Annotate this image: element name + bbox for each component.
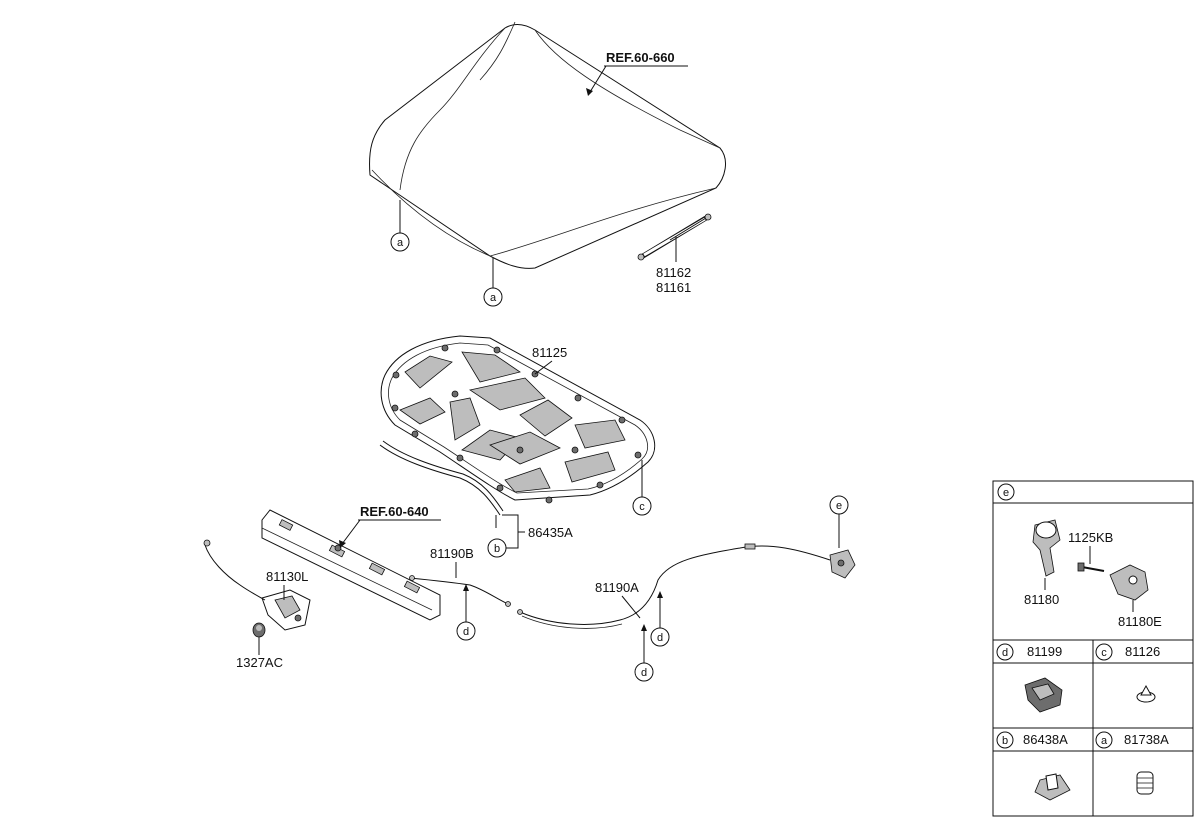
- strut-label-2[interactable]: 81161: [656, 280, 691, 295]
- legend-c-grommet-icon: [1136, 684, 1156, 703]
- callout-d-2: [634, 662, 654, 682]
- callout-d-3-letter: d: [657, 632, 663, 644]
- legend-b-label[interactable]: 86438A: [1023, 732, 1068, 747]
- legend-e-bracket-icon: [1109, 564, 1149, 601]
- cable-b-label[interactable]: 81190B: [430, 546, 474, 561]
- legend-c-label[interactable]: 81126: [1125, 644, 1160, 659]
- release-cable-a: [517, 543, 831, 629]
- callout-a-1: [390, 232, 410, 252]
- legend-e-bolt-label[interactable]: 1125KB: [1068, 530, 1113, 545]
- legend-e-letter: e: [1003, 487, 1009, 499]
- callout-a-1-letter: a: [397, 237, 404, 249]
- hood-lift-strut: [637, 213, 712, 261]
- legend-e-handle-icon: [1032, 519, 1061, 577]
- hood-insulator-pad: [380, 335, 656, 504]
- release-handle: [829, 549, 856, 579]
- hood-weatherstrip: [379, 440, 504, 516]
- legend-c-circle: [1095, 643, 1113, 661]
- callout-c-letter: c: [639, 501, 645, 513]
- legend-a-bumper-icon: [1136, 771, 1154, 795]
- bumper-label[interactable]: 1327AC: [236, 655, 283, 670]
- legend-e-circle: [997, 483, 1015, 501]
- callout-e: [829, 495, 849, 515]
- callout-c: [632, 496, 652, 516]
- legend-d-circle: [996, 643, 1014, 661]
- legend-a-letter: a: [1101, 735, 1108, 747]
- callout-a-2: [483, 287, 503, 307]
- hood-latch: [203, 539, 311, 631]
- legend-b-letter: b: [1002, 735, 1008, 747]
- hood-bumper: [252, 622, 266, 638]
- hood-ref-label[interactable]: REF.60-660: [606, 50, 675, 65]
- strut-label-1[interactable]: 81162: [656, 265, 691, 280]
- latch-label[interactable]: 81130L: [266, 569, 308, 584]
- legend-c-letter: c: [1101, 647, 1107, 659]
- carrier-ref-label[interactable]: REF.60-640: [360, 504, 429, 519]
- callout-a-2-letter: a: [490, 292, 497, 304]
- callout-b-letter: b: [494, 543, 500, 555]
- weatherstrip-label[interactable]: 86435A: [528, 525, 573, 540]
- callout-d-3: [650, 627, 670, 647]
- legend-b-circle: [996, 731, 1014, 749]
- legend-d-label[interactable]: 81199: [1027, 644, 1062, 659]
- callout-d-2-letter: d: [641, 667, 647, 679]
- legend-d-clip-icon: [1024, 677, 1063, 713]
- callout-e-letter: e: [836, 500, 842, 512]
- insulator-label[interactable]: 81125: [532, 345, 567, 360]
- cable-a-label[interactable]: 81190A: [595, 580, 639, 595]
- legend-a-circle: [1095, 731, 1113, 749]
- legend-e-handle-label[interactable]: 81180: [1024, 592, 1059, 607]
- callout-d-1: [456, 621, 476, 641]
- legend-b-clip-icon: [1034, 773, 1071, 801]
- legend-e-bracket-label[interactable]: 81180E: [1118, 614, 1162, 629]
- front-carrier: [261, 509, 441, 621]
- legend-d-letter: d: [1002, 647, 1008, 659]
- release-cable-b: [409, 575, 511, 607]
- callout-b: [487, 538, 507, 558]
- legend-a-label[interactable]: 81738A: [1124, 732, 1169, 747]
- callout-d-1-letter: d: [463, 626, 469, 638]
- hood-panel: [369, 21, 727, 269]
- legend-panel: e 81180 1125KB 81180E d 81199 c: [992, 480, 1194, 817]
- legend-e-bolt-icon: [1077, 562, 1105, 572]
